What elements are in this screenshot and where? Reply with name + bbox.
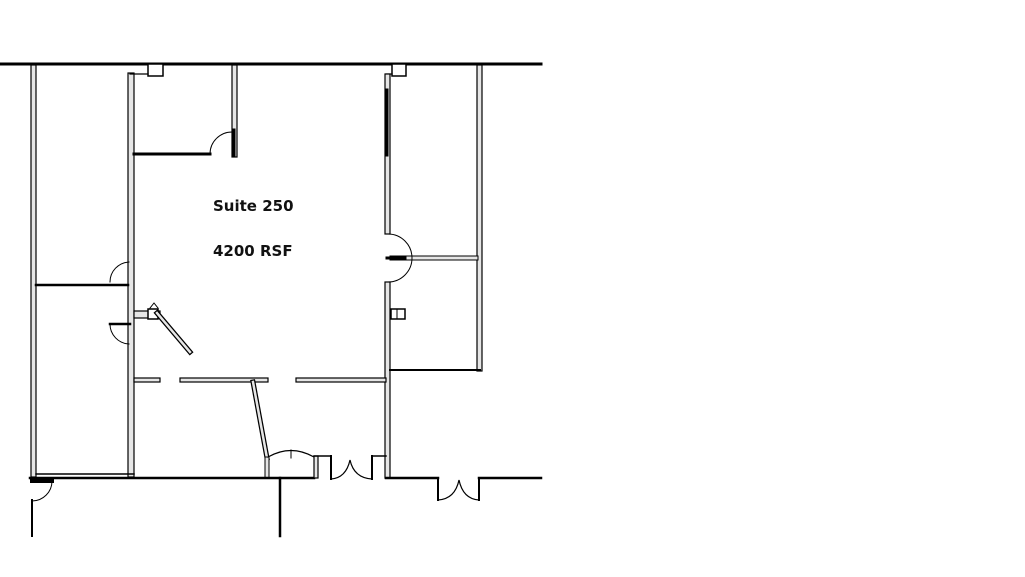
column: [147, 63, 164, 77]
door-swing: [31, 480, 53, 502]
door-swing: [109, 323, 130, 345]
left-office-walls: [30, 64, 135, 478]
right-office-walls: [384, 64, 483, 479]
small-room-walls: [132, 64, 238, 158]
door-swing: [109, 261, 130, 283]
double-door-swing: [437, 479, 480, 501]
bottom-walls: [28, 449, 543, 538]
suite-area-label: 4200 RSF: [213, 242, 293, 260]
column: [391, 63, 407, 77]
door-swing: [387, 233, 413, 283]
angled-partition: [133, 302, 194, 356]
door-swing: [209, 131, 233, 155]
corridor-partition: [133, 377, 387, 479]
double-door-swing: [330, 459, 373, 480]
suite-name-label: Suite 250: [213, 197, 294, 215]
